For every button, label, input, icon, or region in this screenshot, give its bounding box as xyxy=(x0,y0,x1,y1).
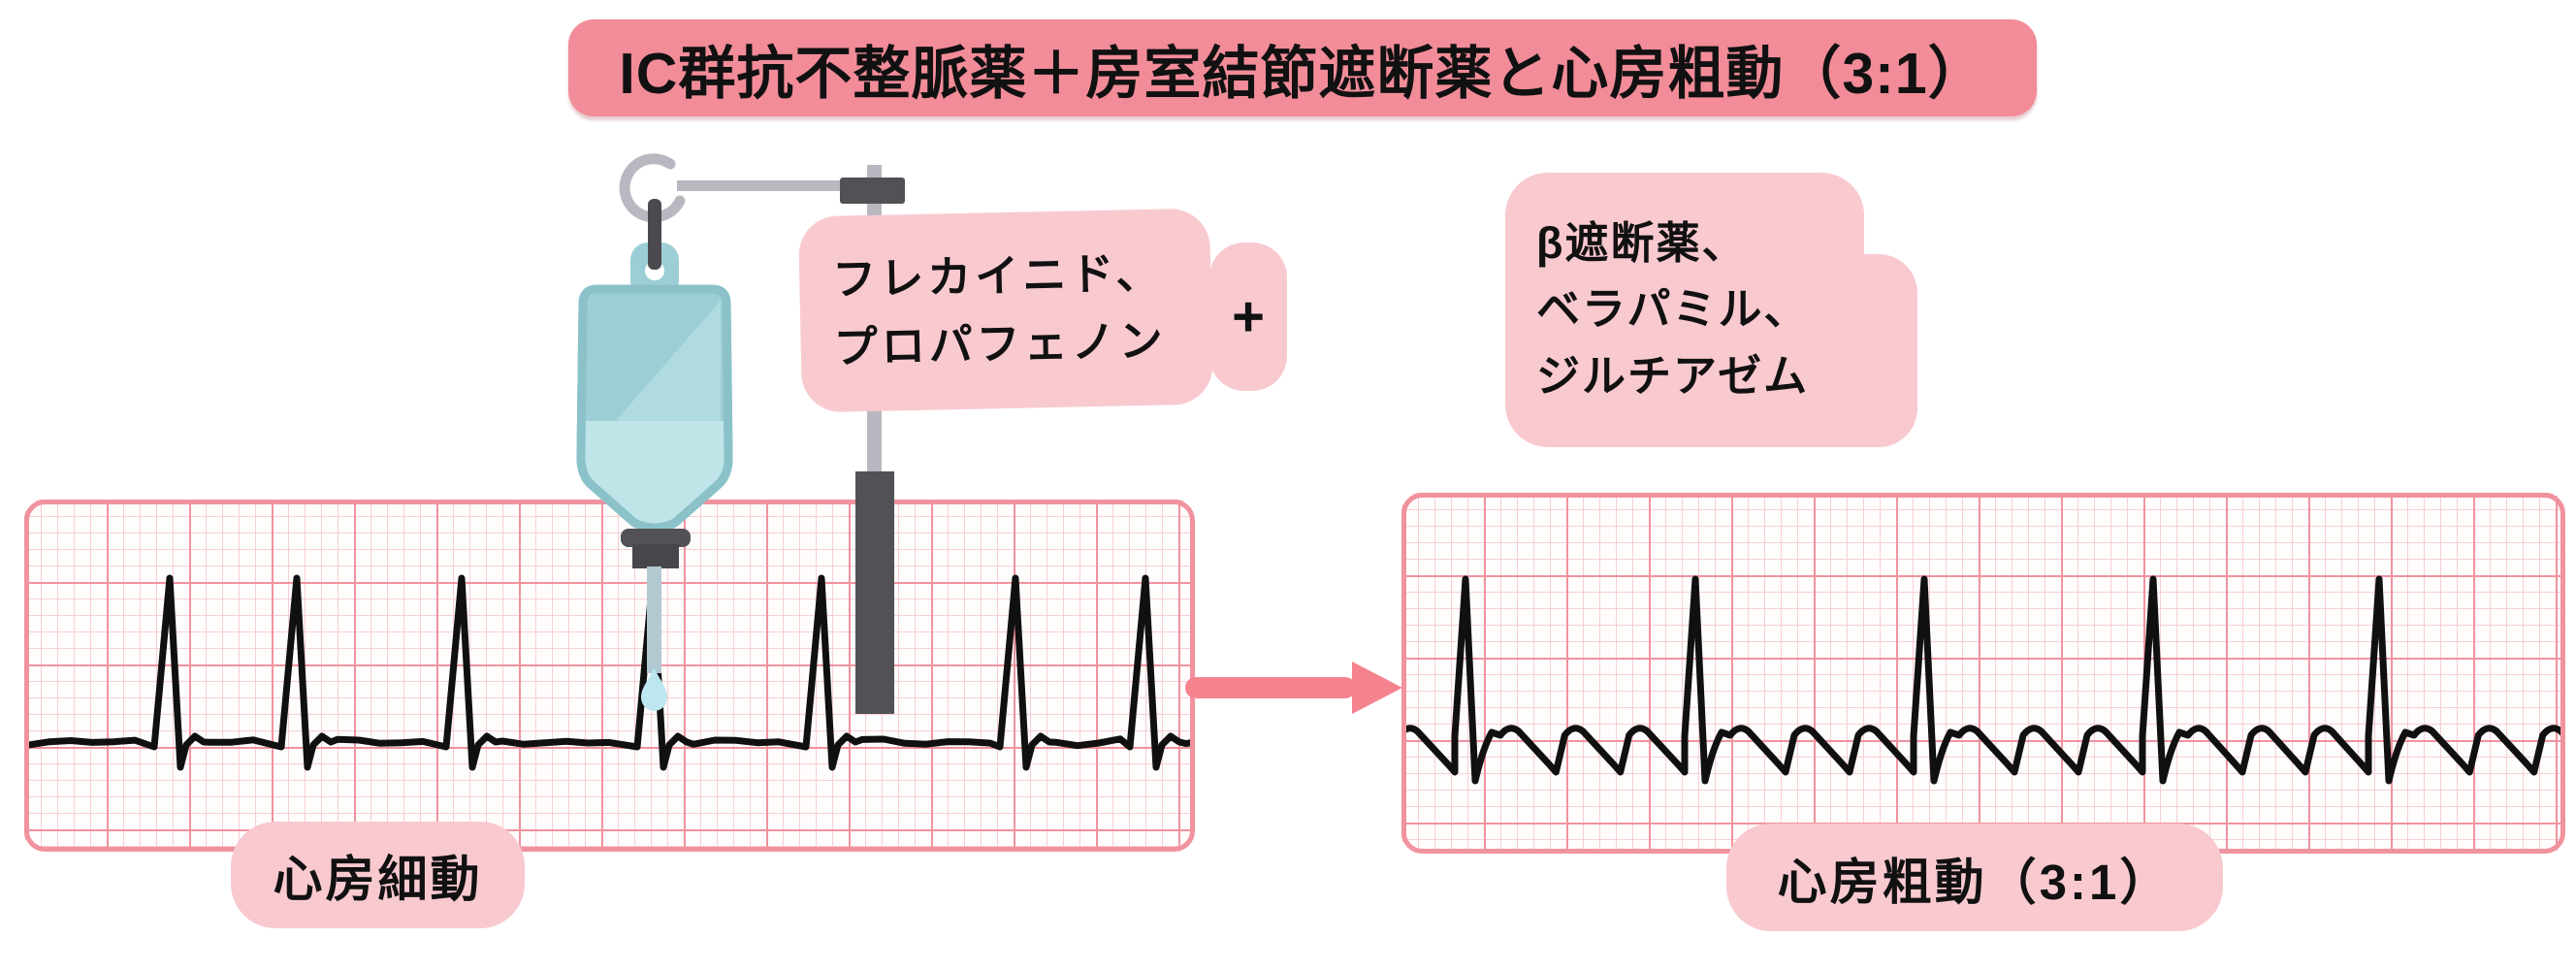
iv-pole-bracket xyxy=(840,178,905,204)
right-arrow-icon xyxy=(1185,662,1402,714)
plus-sign: + xyxy=(1232,285,1265,348)
afib-label-bubble: 心房細動 xyxy=(231,822,525,928)
title-text: IC群抗不整脈薬＋房室結節遮断薬と心房粗動（3:1） xyxy=(619,41,1986,106)
title-banner: IC群抗不整脈薬＋房室結節遮断薬と心房粗動（3:1） xyxy=(568,19,2037,116)
ecg-strip-flutter xyxy=(1401,493,2565,854)
flutter-label: 心房粗動（3:1） xyxy=(1777,854,2173,910)
av-blockers-line2: ベラパミル、 xyxy=(1536,284,1810,335)
ecg-strip-afib xyxy=(24,500,1195,852)
droplet-icon xyxy=(641,667,667,711)
ecg-grid-left xyxy=(24,500,1195,852)
bag-port xyxy=(632,544,679,568)
bag-strap xyxy=(648,199,661,270)
ic-agents-line2: プロパフェノン xyxy=(833,315,1168,372)
ic-agents-bubble: フレカイニド、 プロパフェノン xyxy=(797,208,1214,413)
iv-pole-lower xyxy=(855,471,894,714)
ecg-trace-flutter xyxy=(1401,575,2565,785)
plus-bubble: + xyxy=(1209,242,1287,391)
bag-port-flange xyxy=(621,529,691,547)
av-blockers-line3: ジルチアゼム xyxy=(1536,350,1810,401)
iv-bag-outline xyxy=(576,284,733,533)
av-blockers-line1: β遮断薬、 xyxy=(1536,217,1748,268)
hook-icon xyxy=(619,153,686,223)
iv-bag-liquid xyxy=(584,421,725,524)
iv-bag-highlight xyxy=(614,301,721,423)
iv-drip-icon xyxy=(576,153,905,714)
av-blockers-bubble: β遮断薬、 ベラパミル、 ジルチアゼム xyxy=(1505,173,1864,447)
ecg-grid-right xyxy=(1401,493,2565,854)
afib-label: 心房細動 xyxy=(273,852,483,907)
ic-agents-line1: フレカイニド、 xyxy=(831,247,1164,305)
flutter-label-bubble: 心房粗動（3:1） xyxy=(1726,824,2223,931)
drip-tube xyxy=(647,566,661,673)
iv-pole-arm xyxy=(677,180,871,191)
